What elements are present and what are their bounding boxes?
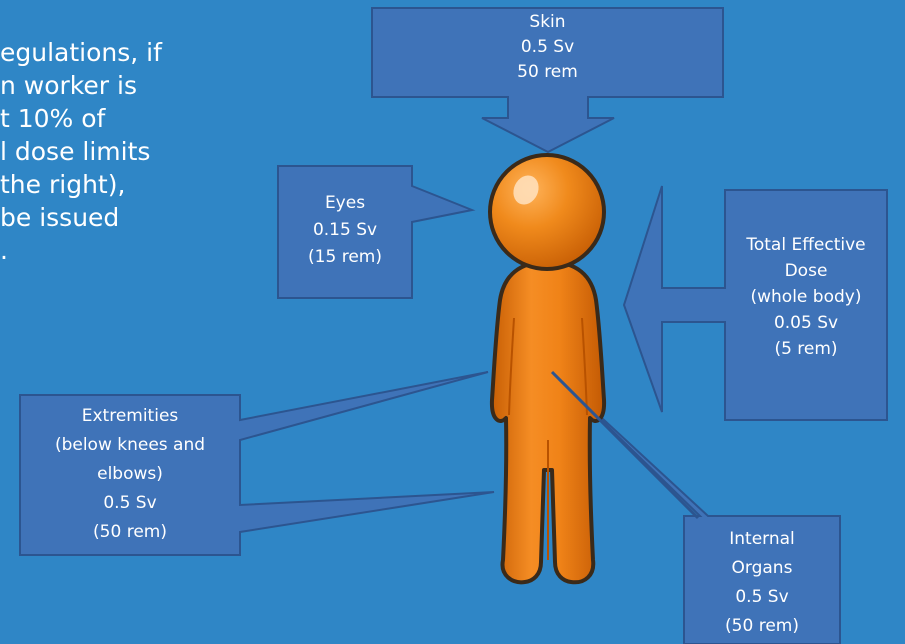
intro-line: . bbox=[0, 236, 8, 265]
intro-line: n worker is bbox=[0, 71, 137, 100]
internal-organs-dose-sv: 0.5 Sv bbox=[735, 587, 789, 607]
intro-line: be issued bbox=[0, 203, 120, 232]
skin-callout: Skin 0.5 Sv 50 rem bbox=[372, 10, 723, 85]
total-dose-label: Total Effective bbox=[746, 235, 866, 255]
extremities-scope-2: elbows) bbox=[97, 464, 163, 484]
extremities-callout-shape bbox=[19, 371, 495, 556]
eyes-callout: Eyes 0.15 Sv (15 rem) bbox=[278, 190, 412, 271]
internal-organs-pointer bbox=[550, 370, 700, 520]
total-dose-sv: 0.05 Sv bbox=[773, 313, 839, 333]
eyes-callout-shape bbox=[277, 165, 476, 299]
skin-dose-rem: 50 rem bbox=[517, 62, 578, 82]
skin-dose-sv: 0.5 Sv bbox=[520, 37, 575, 57]
internal-organs-dose-rem: (50 rem) bbox=[725, 616, 799, 636]
internal-organs-label-2: Organs bbox=[731, 558, 793, 578]
total-dose-rem: (5 rem) bbox=[774, 339, 838, 359]
total-dose-label-2: Dose bbox=[784, 261, 828, 281]
skin-callout-shape bbox=[371, 7, 724, 154]
intro-line: the right), bbox=[0, 170, 126, 199]
internal-organs-label: Internal bbox=[729, 529, 795, 549]
extremities-dose-sv: 0.5 Sv bbox=[103, 493, 157, 513]
intro-paragraph: egulations, if n worker is t 10% of l do… bbox=[0, 36, 200, 267]
extremities-dose-rem: (50 rem) bbox=[93, 522, 167, 542]
extremities-label: Extremities bbox=[81, 406, 179, 426]
human-figure bbox=[488, 153, 607, 585]
extremities-callout: Extremities (below knees and elbows) 0.5… bbox=[20, 402, 240, 547]
intro-line: l dose limits bbox=[0, 137, 151, 166]
eyes-dose-sv: 0.15 Sv bbox=[312, 220, 378, 240]
total-dose-callout-shape bbox=[622, 185, 888, 421]
total-dose-scope: (whole body) bbox=[750, 287, 862, 307]
skin-label: Skin bbox=[529, 12, 566, 32]
intro-line: t 10% of bbox=[0, 104, 106, 133]
total-effective-dose-callout: Total Effective Dose (whole body) 0.05 S… bbox=[725, 232, 887, 362]
intro-line: egulations, if bbox=[0, 38, 162, 67]
extremities-scope: (below knees and bbox=[54, 435, 206, 455]
eyes-dose-rem: (15 rem) bbox=[308, 247, 382, 267]
eyes-label: Eyes bbox=[324, 193, 366, 213]
internal-organs-callout: Internal Organs 0.5 Sv (50 rem) bbox=[684, 525, 840, 641]
